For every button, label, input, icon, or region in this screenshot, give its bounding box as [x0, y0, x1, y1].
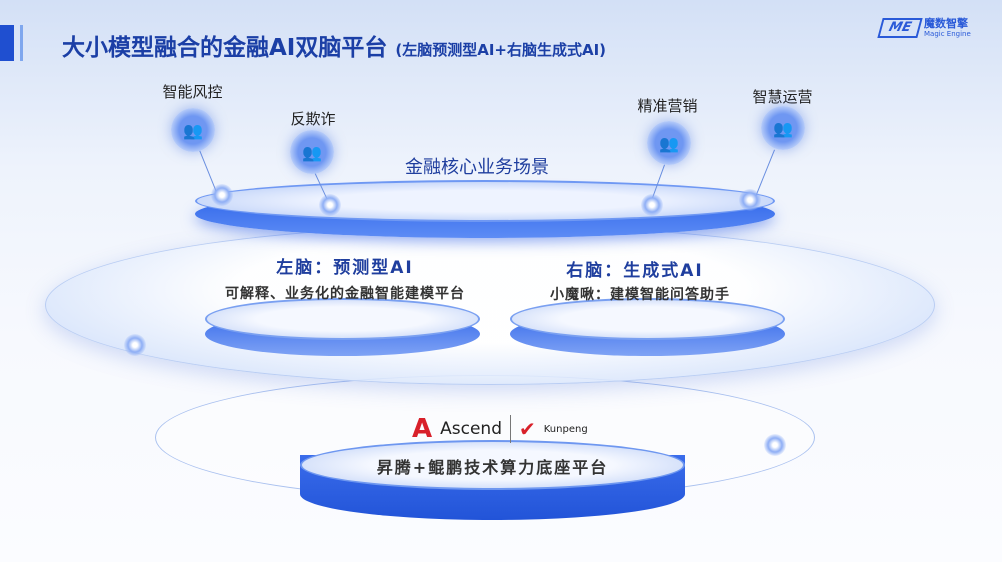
base-title: 昇腾+鲲鹏技术算力底座平台: [376, 458, 609, 477]
logo-mark: ME: [877, 18, 923, 38]
brand-logos: A Ascend ✔ Kunpeng: [412, 415, 588, 443]
left-brain-desc: 可解释、业务化的金融智能建模平台: [225, 286, 465, 302]
dual-brain-platform-disk: [45, 225, 935, 385]
glow-dot: [641, 194, 663, 216]
logo-en: Magic Engine: [924, 30, 971, 38]
divider: [509, 415, 511, 443]
users-icon: 👥: [647, 121, 691, 165]
ascend-label: Ascend: [440, 419, 502, 439]
logo-cn: 魔数智擎: [924, 17, 968, 30]
users-icon: 👥: [171, 108, 215, 152]
kunpeng-logo-icon: ✔: [518, 417, 536, 441]
ascend-logo-icon: A: [412, 414, 433, 444]
glow-dot: [764, 434, 786, 456]
right-brain-desc: 小魔啾：建模智能问答助手: [550, 287, 730, 303]
accent-bar: [0, 25, 14, 61]
scenario-disk: [195, 180, 775, 222]
users-icon: 👥: [761, 106, 805, 150]
page-subtitle: (左脑预测型AI+右脑生成式AI): [395, 41, 607, 59]
right-brain-disk: [510, 298, 785, 340]
title-text: 大小模型融合的金融AI双脑平台: [62, 35, 388, 61]
accent-bar-thin: [20, 25, 23, 61]
left-brain-disk: [205, 298, 480, 340]
page-title: 大小模型融合的金融AI双脑平台 (左脑预测型AI+右脑生成式AI): [62, 28, 606, 62]
scenario-label: 智慧运营: [752, 88, 813, 106]
glow-dot: [739, 189, 761, 211]
users-icon: 👥: [290, 130, 334, 174]
scenario-label: 反欺诈: [290, 110, 336, 128]
right-brain-title: 右脑：生成式AI: [566, 261, 704, 281]
scenario-label: 智能风控: [162, 83, 223, 101]
left-brain-title: 左脑：预测型AI: [276, 258, 414, 278]
scenario-label: 精准营销: [637, 97, 698, 115]
connector-line: [754, 149, 775, 199]
glow-dot: [319, 194, 341, 216]
glow-dot: [124, 334, 146, 356]
glow-dot: [211, 184, 233, 206]
base-disk: [300, 440, 685, 490]
scenario-title: 金融核心业务场景: [405, 157, 549, 178]
kunpeng-label: Kunpeng: [543, 423, 588, 435]
